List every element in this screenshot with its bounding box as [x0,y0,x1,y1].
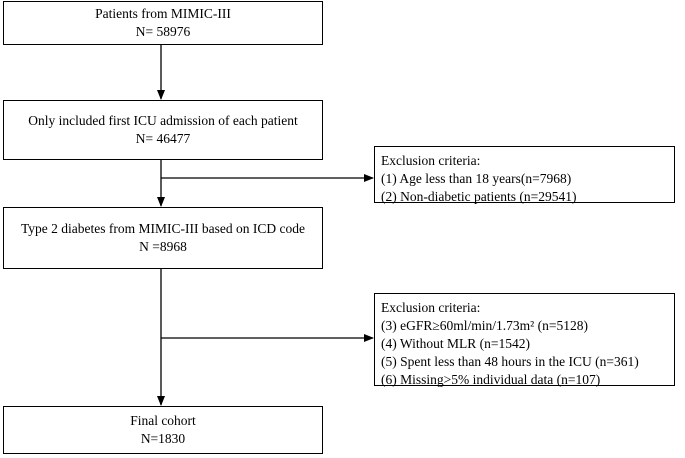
exclusion-2-item: (6) Missing>5% individual data (n=107) [381,372,601,387]
box-patients-title: Patients from MIMIC-III [95,6,231,21]
box-final-count: N=1830 [140,431,186,446]
box-first-icu-title: Only included first ICU admission of eac… [28,113,298,128]
box-first-icu-count: N= 46477 [135,131,191,146]
exclusion-2-title: Exclusion criteria: [381,300,481,315]
box-final-cohort: Final cohort N=1830 [3,406,323,454]
exclusion-2-item: (3) eGFR≥60ml/min/1.73m² (n=5128) [381,318,588,333]
exclusion-1-item: (1) Age less than 18 years(n=7968) [381,171,572,186]
box-first-icu-admission: Only included first ICU admission of eac… [3,100,323,160]
box-exclusion-criteria-1: Exclusion criteria: (1) Age less than 18… [374,146,675,204]
box-type2-title: Type 2 diabetes from MIMIC-III based on … [21,221,305,236]
box-exclusion-criteria-2: Exclusion criteria: (3) eGFR≥60ml/min/1.… [374,293,675,387]
box-type2-count: N =8968 [139,239,187,254]
box-patients-mimic: Patients from MIMIC-III N= 58976 [3,1,323,45]
box-final-title: Final cohort [130,413,196,428]
box-patients-count: N= 58976 [135,24,191,39]
exclusion-1-item: (2) Non-diabetic patients (n=29541) [381,189,577,204]
box-type2-diabetes: Type 2 diabetes from MIMIC-III based on … [3,207,323,269]
exclusion-2-item: (4) Without MLR (n=1542) [381,336,530,351]
exclusion-1-title: Exclusion criteria: [381,153,481,168]
exclusion-2-item: (5) Spent less than 48 hours in the ICU … [381,354,639,369]
